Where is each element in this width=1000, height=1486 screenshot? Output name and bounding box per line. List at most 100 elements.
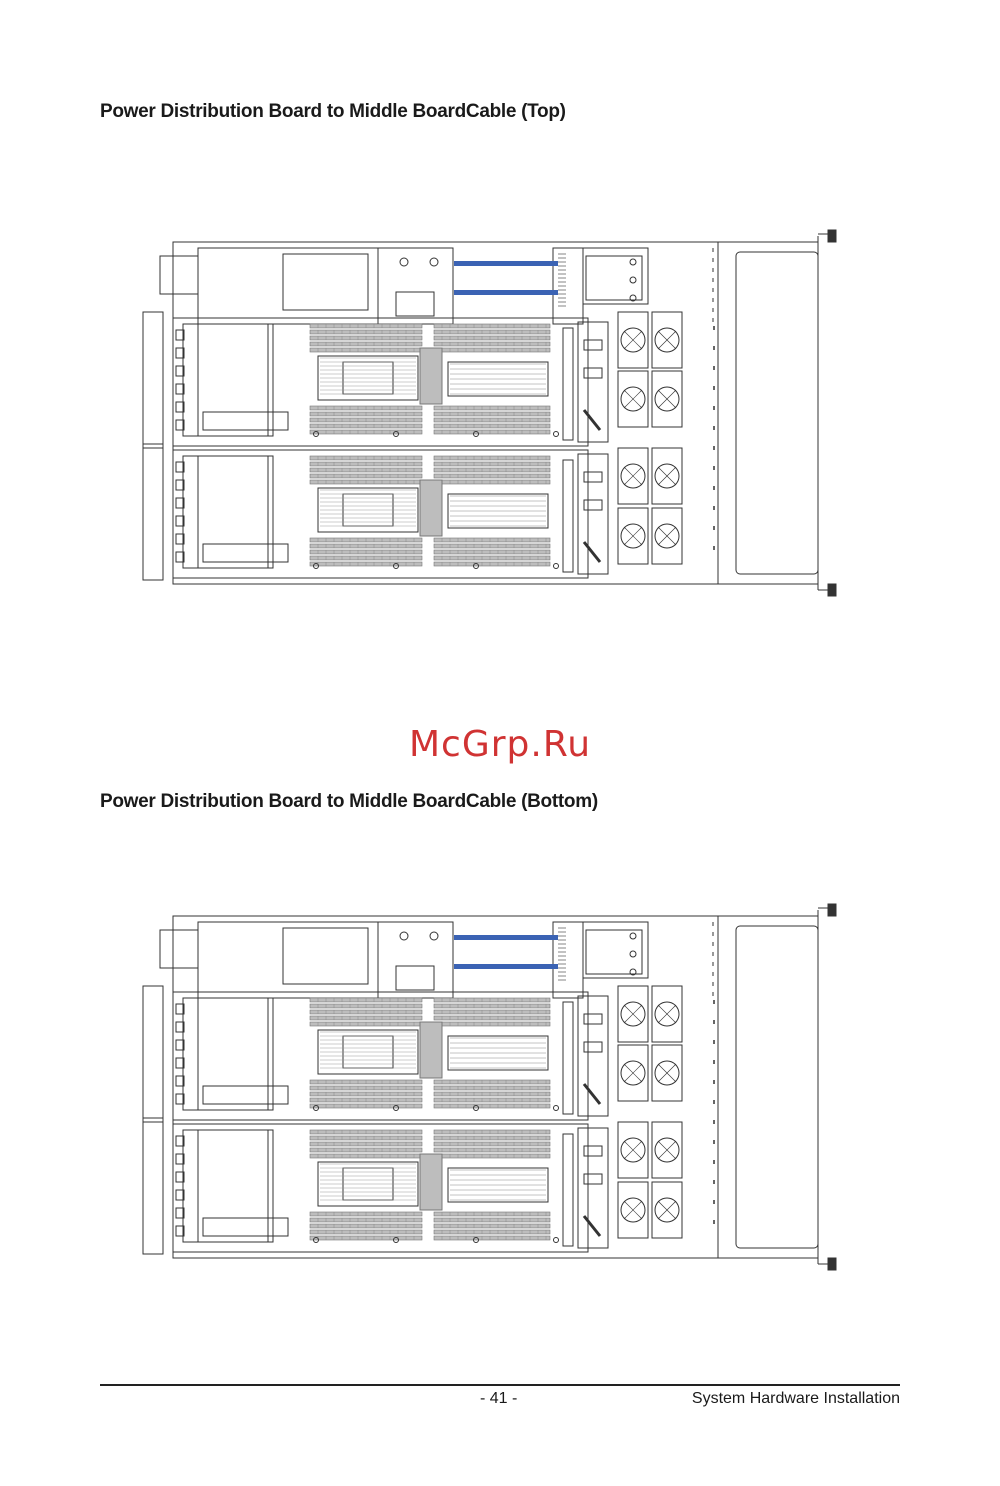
dimm-slot <box>433 1003 551 1009</box>
dimm-slot <box>433 1135 551 1141</box>
eject-lever <box>582 1215 602 1237</box>
standoff <box>399 931 409 941</box>
connector-jack <box>583 499 603 511</box>
dimm-bank-lower-left <box>309 537 423 567</box>
connector-jack <box>583 1145 603 1157</box>
fan-blade-ring <box>654 1197 680 1223</box>
fan-housing <box>617 447 649 505</box>
dimm-bank-upper-left <box>309 997 423 1027</box>
io-card <box>202 1085 289 1105</box>
riser-card-slot <box>182 997 274 1111</box>
dimm-slot <box>433 1009 551 1015</box>
dimm-slot <box>433 1129 551 1135</box>
dimm-slot <box>433 1235 551 1241</box>
node-connector-bay <box>577 453 609 575</box>
dimm-bank-upper-right <box>433 323 551 353</box>
dimm-slot <box>433 997 551 1003</box>
connector-jack <box>583 471 603 483</box>
fan-blade-ring <box>620 463 646 489</box>
dimm-slot <box>433 323 551 329</box>
io-latch <box>175 1135 185 1147</box>
thumbscrew <box>827 229 837 243</box>
dimm-slot <box>433 455 551 461</box>
thumbscrew <box>827 583 837 597</box>
pdb-connector <box>395 291 435 317</box>
fan-housing <box>617 1121 649 1179</box>
riser-card-slot <box>182 1129 274 1243</box>
fan-blade-ring <box>620 1137 646 1163</box>
dimm-slot <box>433 555 551 561</box>
heatsink-body <box>447 1035 549 1071</box>
io-latch <box>175 329 185 341</box>
cpu-socket <box>317 355 419 401</box>
dimm-slot <box>433 417 551 423</box>
psu-cage <box>735 251 819 575</box>
cpu-socket <box>317 1161 419 1207</box>
standoff <box>399 257 409 267</box>
front-bezel-bracket <box>142 985 164 1123</box>
heatsink-fins <box>419 347 443 405</box>
io-latch <box>175 1093 185 1105</box>
screw <box>553 563 559 569</box>
io-latch <box>175 1189 185 1201</box>
dimm-slot <box>433 467 551 473</box>
rear-psu-bay <box>717 915 819 1259</box>
node-tray-outline <box>172 991 589 1121</box>
screw <box>313 1237 319 1243</box>
dimm-slot <box>433 537 551 543</box>
io-latch <box>175 1057 185 1069</box>
eject-lever <box>582 409 602 431</box>
dimm-bank-upper-right <box>433 997 551 1027</box>
connector-jack <box>583 1173 603 1185</box>
power-distribution-board <box>377 247 454 325</box>
dimm-bank-lower-left <box>309 1079 423 1109</box>
dimm-slot <box>433 461 551 467</box>
fan-housing <box>651 1181 683 1239</box>
fan-module-1 <box>617 985 683 1043</box>
io-latch <box>175 365 185 377</box>
dimm-slot <box>433 1211 551 1217</box>
dimm-bank-upper-left <box>309 1129 423 1159</box>
standoff <box>429 257 439 267</box>
heatsink-body <box>447 1167 549 1203</box>
fan-blade-ring <box>620 1001 646 1027</box>
fan-blade-ring <box>620 523 646 549</box>
psu-connector <box>159 929 199 969</box>
psu-label-plate <box>282 253 369 311</box>
connector-jack <box>583 1013 603 1025</box>
io-latch <box>175 533 185 545</box>
middle-connector <box>562 327 574 441</box>
psu-module <box>197 921 379 999</box>
fan-module-3 <box>617 447 683 505</box>
connector-jack <box>583 339 603 351</box>
io-latch <box>175 401 185 413</box>
compute-node-1 <box>142 985 609 1123</box>
fan-module-3 <box>617 1121 683 1179</box>
fan-housing <box>651 447 683 505</box>
fan-module-4 <box>617 1181 683 1239</box>
standoff <box>429 931 439 941</box>
chassis-drawing <box>142 903 837 1271</box>
dimm-bank-upper-right <box>433 1129 551 1159</box>
screw <box>313 563 319 569</box>
dimm-slot <box>433 1085 551 1091</box>
cable-power-bottom <box>454 964 558 969</box>
middle-board <box>582 921 649 979</box>
psu-module <box>197 247 379 325</box>
dimm-bank-lower-right <box>433 537 551 567</box>
io-card <box>202 1217 289 1237</box>
middle-board-inner <box>585 929 643 975</box>
chassis-drawing <box>142 229 837 597</box>
eject-lever <box>582 541 602 563</box>
compute-node-2 <box>142 1117 609 1255</box>
middle-connector <box>562 1001 574 1115</box>
thumbscrew <box>827 903 837 917</box>
node-tray-outline <box>172 1123 589 1253</box>
io-latch <box>175 383 185 395</box>
dimm-slot <box>433 1141 551 1147</box>
riser-card-slot <box>182 455 274 569</box>
dimm-bank-lower-right <box>433 1211 551 1241</box>
fan-blade-ring <box>654 523 680 549</box>
power-distribution-board <box>377 921 454 999</box>
riser-card-slot <box>182 323 274 437</box>
